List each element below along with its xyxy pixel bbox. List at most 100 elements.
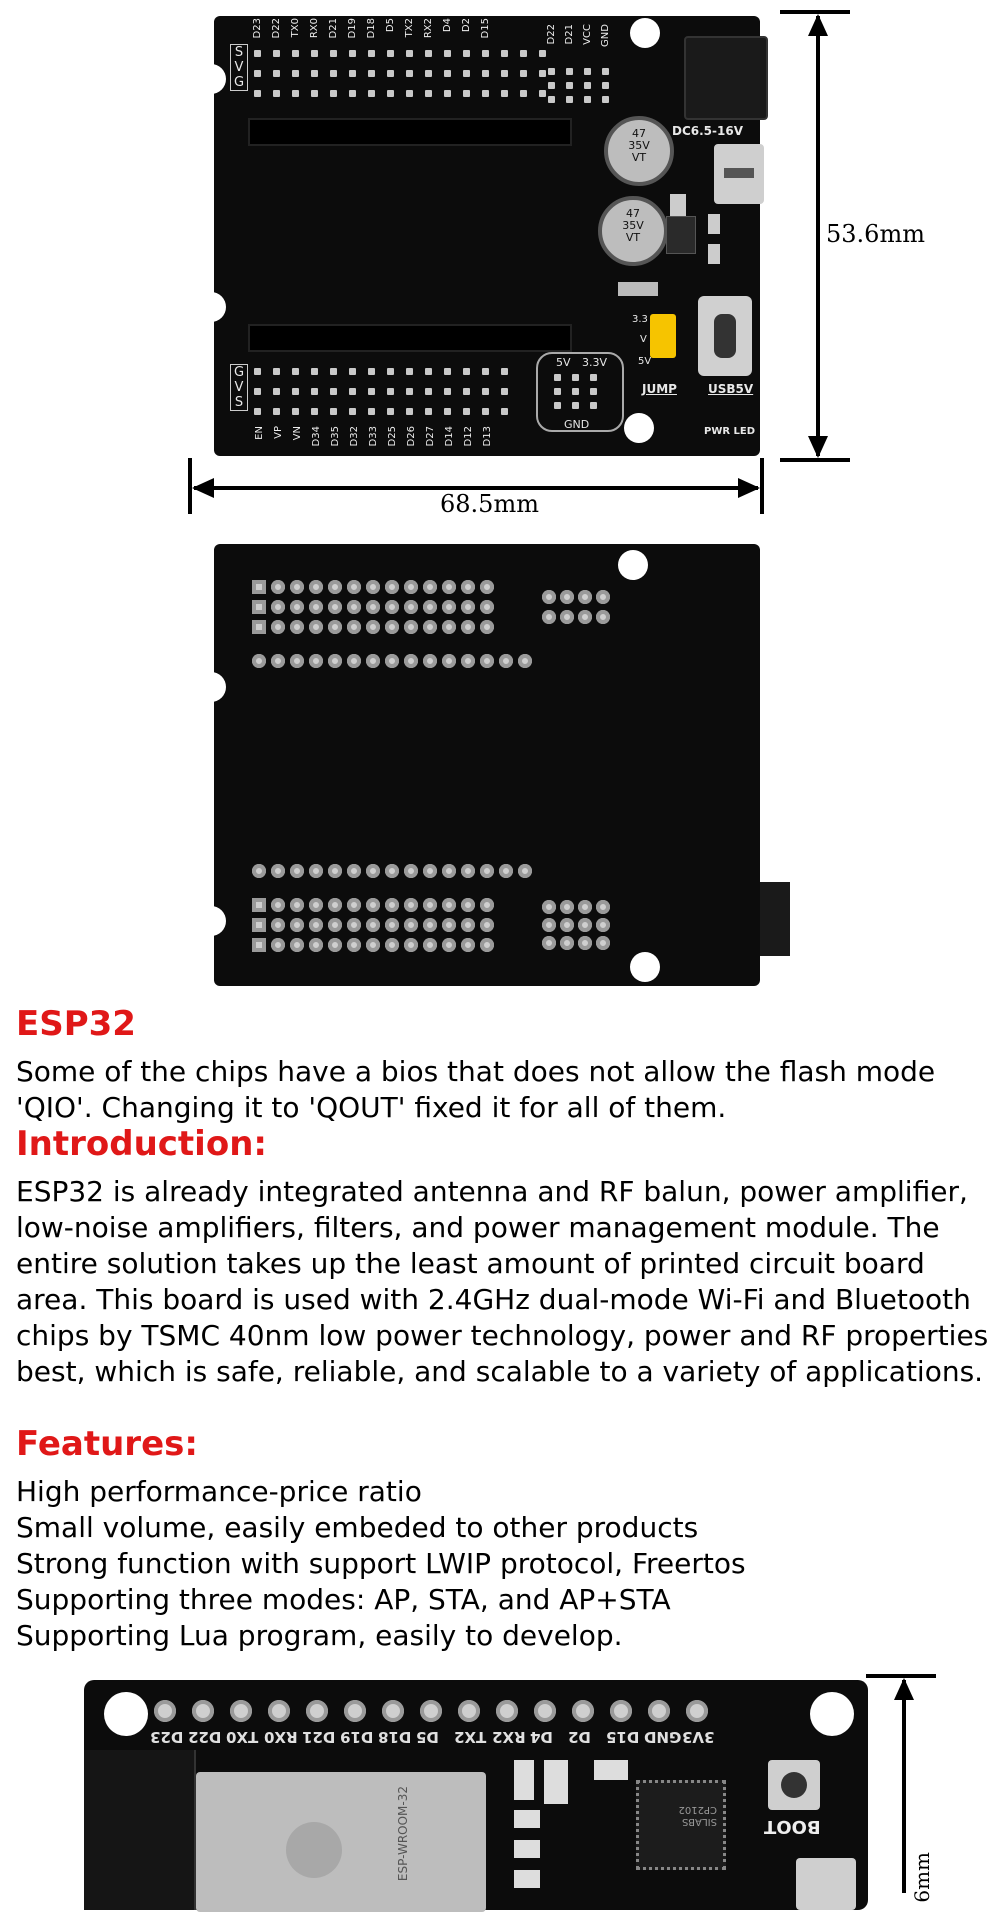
gvs-v: V [234, 380, 244, 395]
header-pin [482, 70, 489, 77]
solder-pad [423, 620, 437, 634]
header-pin [482, 368, 489, 375]
header-pin [254, 368, 261, 375]
solder-pad [404, 654, 418, 668]
label-gnd: GND [600, 24, 611, 47]
solder-pad [309, 620, 323, 634]
header-pin [387, 388, 394, 395]
header-pin [602, 68, 609, 75]
header-pin [501, 408, 508, 415]
solder-pad [480, 580, 494, 594]
pin-label: RX0 [309, 18, 320, 39]
header-pin [520, 50, 527, 57]
solder-pad [442, 654, 456, 668]
pin-label: D26 [406, 426, 417, 447]
solder-pad [578, 610, 592, 624]
devboard-pin [534, 1700, 556, 1722]
solder-pad [309, 864, 323, 878]
solder-pad [309, 938, 323, 952]
header-pin [406, 388, 413, 395]
solder-pad [347, 898, 361, 912]
solder-pad [442, 898, 456, 912]
header-pin [330, 50, 337, 57]
header-pin [368, 388, 375, 395]
height-dimension-line [780, 10, 850, 462]
solder-pad [252, 938, 266, 952]
pin-label: D2 [461, 18, 472, 33]
header-pin [311, 50, 318, 57]
solder-pad [596, 590, 610, 604]
header-pin [349, 388, 356, 395]
solder-pad [385, 938, 399, 952]
micro-usb-port [796, 1858, 856, 1910]
solder-pad [423, 918, 437, 932]
smd-component [514, 1870, 540, 1888]
header-pin [444, 388, 451, 395]
pin-label: D4 [442, 18, 453, 33]
solder-pad [385, 654, 399, 668]
solder-pad [366, 654, 380, 668]
header-pin [482, 408, 489, 415]
solder-pad [542, 590, 556, 604]
pin-label: VP [273, 426, 284, 439]
header-pin [311, 90, 318, 97]
esp32-module: ESP-WROOM-32 [196, 1772, 486, 1912]
header-pin [330, 70, 337, 77]
pin-label: D2 [568, 1728, 591, 1746]
power-pin [554, 388, 561, 395]
solder-pad [271, 600, 285, 614]
solder-pad [252, 620, 266, 634]
jumper-cap[interactable] [650, 314, 676, 358]
header-pin [425, 90, 432, 97]
header-pin [368, 70, 375, 77]
mount-hole [630, 952, 660, 982]
smd-component [514, 1810, 540, 1828]
solder-pad [404, 580, 418, 594]
feature-item: Supporting three modes: AP, STA, and AP+… [16, 1583, 671, 1616]
solder-pad [480, 620, 494, 634]
header-pin [520, 90, 527, 97]
header-pin [444, 368, 451, 375]
solder-pad [442, 580, 456, 594]
features-heading: Features: [16, 1424, 198, 1464]
header-pin [273, 90, 280, 97]
devboard-pin [268, 1700, 290, 1722]
gnd-label: GND [564, 418, 590, 431]
mount-hole [196, 64, 226, 94]
pin-label: D35 [330, 426, 341, 447]
header-pin [406, 90, 413, 97]
features-list: High performance-price ratio Small volum… [16, 1474, 986, 1654]
pin-label: D23 [252, 18, 263, 39]
introduction-text: ESP32 is already integrated antenna and … [16, 1175, 989, 1388]
header-pin [425, 50, 432, 57]
pin-label: D21 [328, 18, 339, 39]
header-pin [602, 82, 609, 89]
devboard-pin [458, 1700, 480, 1722]
solder-pad [309, 654, 323, 668]
dc-jack [684, 36, 768, 120]
header-pin [349, 90, 356, 97]
header-pin [406, 408, 413, 415]
header-pin [254, 388, 261, 395]
solder-pad [560, 900, 574, 914]
width-dimension-line [188, 458, 764, 514]
pin-label: 3V3 [682, 1728, 715, 1746]
jump-label: JUMP [642, 382, 677, 396]
solder-pad [442, 864, 456, 878]
devboard-dimension-line [866, 1674, 936, 1893]
antenna-area [84, 1750, 196, 1910]
smd-component [514, 1840, 540, 1858]
solder-pad [252, 600, 266, 614]
smd-component [708, 244, 720, 264]
solder-pad [252, 898, 266, 912]
pin-label: D14 [444, 426, 455, 447]
solder-pad [271, 580, 285, 594]
boot-button[interactable] [768, 1760, 820, 1810]
solder-pad [404, 620, 418, 634]
smd-component [514, 1760, 534, 1800]
pin-label: GND [644, 1728, 682, 1746]
header-pin [387, 408, 394, 415]
solder-pad [385, 918, 399, 932]
smd-component [708, 214, 720, 234]
feature-item: Small volume, easily embeded to other pr… [16, 1511, 699, 1544]
